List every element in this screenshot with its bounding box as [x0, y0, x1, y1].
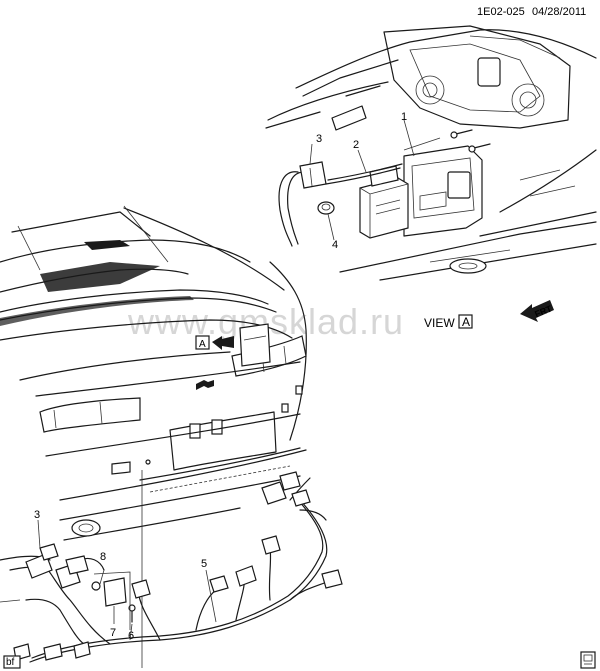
callout-3-lower: 3 — [34, 509, 40, 521]
diagram-code: 1E02-025 — [477, 6, 525, 18]
callout-2: 2 — [353, 139, 359, 151]
view-a-label: VIEW — [424, 316, 455, 330]
diagram-date: 04/28/2011 — [532, 6, 586, 18]
view-a-letter: A — [462, 315, 470, 329]
callout-3-upper: 3 — [316, 133, 322, 145]
corner-tag: bf — [6, 657, 15, 668]
callout-1: 1 — [401, 111, 407, 123]
vehicle-rear: A — [0, 205, 307, 668]
callout-4: 4 — [332, 239, 338, 251]
callout-8: 8 — [100, 551, 106, 563]
trunk-interior-view — [265, 25, 597, 281]
callout-7: 7 — [110, 627, 116, 639]
view-a-marker: A — [199, 339, 206, 350]
wiring-harness — [0, 471, 343, 663]
page-corner-icon — [580, 651, 596, 669]
callout-5: 5 — [201, 558, 207, 570]
callout-6: 6 — [128, 630, 134, 642]
front-arrow-icon: FRT — [520, 300, 554, 322]
